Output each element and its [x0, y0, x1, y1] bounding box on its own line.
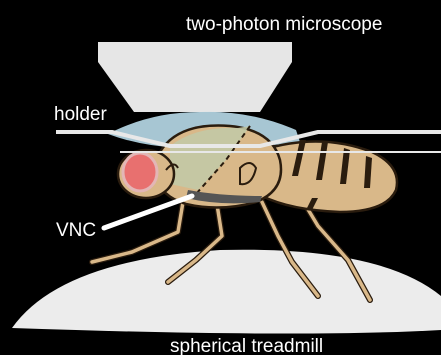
microscope-label: two-photon microscope: [186, 14, 382, 35]
treadmill-label: spherical treadmill: [170, 336, 323, 355]
objective-lens-icon: [98, 42, 292, 112]
vnc-label: VNC: [56, 220, 96, 241]
holder-label: holder: [54, 104, 107, 125]
fly-eye: [123, 153, 157, 191]
